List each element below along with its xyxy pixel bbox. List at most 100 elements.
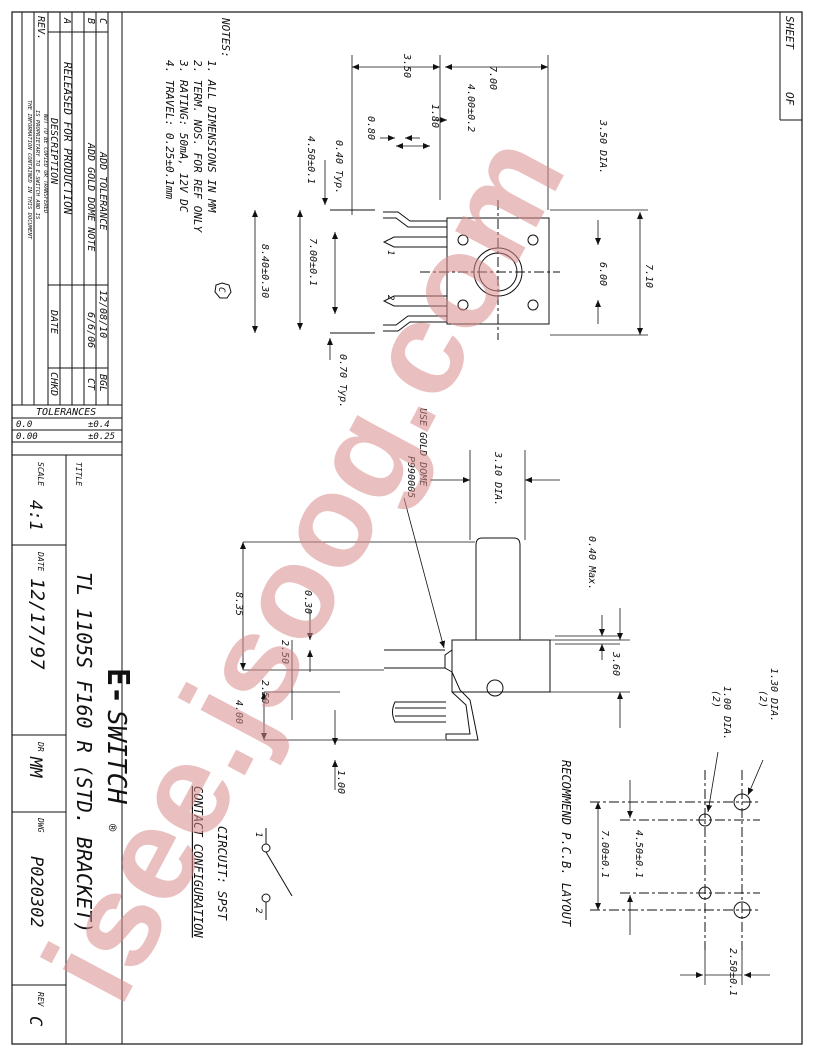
sheet-box: SHEET OF — [779, 12, 802, 121]
part-title: TL 1105S F160 R (STD. BRACKET) — [72, 572, 96, 933]
dim-2-50-b: 2.50 — [259, 680, 270, 704]
note-2: 2. TERM. NOS. FOR REF ONLY — [191, 60, 204, 234]
dim-3-50: 3.50 — [401, 53, 412, 78]
pcb-dim-1-00-dia: 1.00 DIA. — [721, 686, 732, 740]
dim-8-40: 8.40±0.30 — [259, 244, 270, 298]
logo-reg-mark: ® — [105, 824, 119, 832]
circuit-terminal — [261, 843, 271, 853]
scale-value: 4:1 — [25, 500, 45, 531]
rev-row-c-chkd: BGL — [97, 374, 108, 392]
tolerances-title: TOLERANCES — [36, 407, 96, 418]
rev-row-a-description: RELEASED FOR PRODUCTION — [61, 62, 74, 215]
notes-title: NOTES: — [219, 17, 232, 58]
terminal-lead — [383, 217, 447, 228]
dim-7-00: 7.00 — [487, 66, 498, 90]
date-value: 12/17/97 — [26, 578, 48, 670]
dim-0-80: 0.80 — [365, 116, 376, 140]
mounting-hole — [527, 234, 539, 246]
tolerance-row-2-value: 0.00 — [16, 432, 38, 442]
e-switch-logo: E- SWITCH ® — [100, 668, 135, 832]
rev-row-b-description: ADD GOLD DOME NOTE — [85, 142, 96, 251]
dim-3-50-dia: 3.50 DIA. — [597, 119, 608, 174]
terminal-lead — [383, 211, 447, 222]
dr-label: DR — [36, 741, 45, 752]
side-view-dimensions — [240, 450, 630, 790]
note-1: 1. ALL DIMENSIONS IN MM — [205, 60, 218, 213]
dim-0-30: 0.30 — [302, 590, 313, 614]
pcb-labels: RECOMMEND P.C.B. LAYOUT 1.30 DIA. (2) 1.… — [559, 668, 779, 996]
rev-row-b-letter: B — [85, 18, 96, 24]
tolerances-table: TOLERANCES 0.0 ±0.4 0.00 ±0.25 — [16, 407, 115, 442]
side-view — [384, 537, 551, 741]
pcb-dim-2-50: 2.50±0.1 — [727, 948, 738, 996]
rev-label: REV — [36, 992, 45, 1008]
switch-housing — [451, 639, 551, 693]
dim-7-00-tol: 7.00±0.1 — [307, 238, 318, 286]
scale-label: SCALE — [36, 462, 45, 486]
pcb-dim-1-30-dia: 1.30 DIA. — [768, 668, 779, 722]
pcb-dim-1-00-count: (2) — [710, 690, 721, 708]
pcb-layout — [590, 770, 760, 950]
rev-row-c-description: ADD TOLERANCE — [97, 151, 108, 230]
pcb-dim-1-30-count: (2) — [757, 690, 768, 708]
top-view — [330, 200, 560, 340]
mounting-hole — [457, 299, 469, 311]
tolerance-row-2-tol: ±0.25 — [88, 432, 115, 442]
dr-value: MM — [25, 756, 45, 778]
confidential-line-1: THE INFORMATION CONTAINED IN THIS DOCUME… — [26, 100, 32, 240]
confidential-line-2: IS PROPRIETARY TO E-SWITCH AND IS — [34, 110, 40, 220]
pcb-dimensions — [595, 751, 770, 985]
dim-0-40-max: 0.40 Max. — [586, 536, 597, 590]
pcb-title: RECOMMEND P.C.B. LAYOUT — [559, 760, 573, 927]
title-fields: SCALE 4:1 DATE 12/17/97 DR MM DWG P02030… — [25, 462, 135, 1027]
rev-row-b-chkd: CT — [85, 378, 96, 391]
tolerance-row-1-value: 0.0 — [16, 420, 32, 430]
dim-0-70-typ: 0.70 Typ. — [337, 354, 348, 408]
dim-3-10-dia: 3.10 DIA. — [492, 451, 503, 506]
rev-row-c-date: 12/08/10 — [97, 290, 108, 338]
note-3: 3. RATING: 50mA, 12V DC — [177, 59, 190, 213]
dwg-value: P020302 — [26, 856, 46, 928]
actuator-plunger — [475, 537, 521, 640]
date-label: DATE — [36, 551, 45, 571]
revision-table: C ADD TOLERANCE 12/08/10 BGL B ADD GOLD … — [26, 16, 108, 396]
rev-row-b-date: 6/6/06 — [85, 312, 96, 348]
rev-header-date: DATE — [48, 309, 59, 334]
bracket-terminal — [445, 671, 479, 741]
terminal-number-1: 1 — [385, 250, 395, 255]
circuit-title: CIRCUIT: SPST — [215, 826, 229, 921]
circuit-switch-blade — [265, 851, 293, 897]
rev-value: C — [25, 1016, 45, 1027]
tolerance-row-1-tol: ±0.4 — [88, 420, 110, 430]
terminal-number-2: 2 — [385, 295, 395, 300]
dwg-label: DWG — [36, 817, 45, 833]
pin-body — [392, 701, 446, 723]
terminal-lead — [383, 321, 447, 332]
note-4: 4. TRAVEL: 0.25±0.1mm — [163, 60, 176, 199]
rev-header-description: DESCRIPTION — [48, 117, 59, 185]
dim-8-35: 8.35 — [233, 592, 244, 616]
rev-row-a-letter: A — [61, 17, 72, 24]
rev-row-c-letter: C — [97, 18, 108, 24]
terminal-pin — [382, 236, 447, 248]
confidential-line-3: NOT TO BE COPIED OR TRANSFERED — [42, 113, 48, 214]
gold-dome-note-line-1: USE GOLD DOME — [417, 408, 428, 486]
side-view-labels: 3.10 DIA. 0.40 Max. 3.60 8.35 0.30 2.50 … — [233, 408, 621, 794]
dim-4-00-side: 4.00 — [233, 700, 244, 724]
circuit-terminal — [261, 893, 271, 903]
dim-4-50: 4.50±0.1 — [305, 136, 316, 184]
logo-mark: E- — [100, 668, 135, 704]
gold-dome-note-line-2: P990005 — [405, 456, 416, 498]
top-view-dimensions — [252, 55, 648, 360]
circuit-diagram — [261, 828, 293, 920]
title-block — [12, 12, 123, 1044]
rev-header-chkd: CHKD — [48, 372, 59, 396]
dim-4-00: 4.00±0.2 — [465, 84, 476, 132]
title-label: TITLE — [74, 462, 83, 486]
dim-0-40-typ: 0.40 Typ. — [333, 140, 344, 194]
sheet-label: SHEET — [783, 16, 796, 50]
bracket-lead — [444, 649, 453, 673]
notes: NOTES: 1. ALL DIMENSIONS IN MM 2. TERM. … — [163, 17, 232, 299]
circuit-subtitle: CONTACT CONFIGURATION — [191, 786, 205, 938]
